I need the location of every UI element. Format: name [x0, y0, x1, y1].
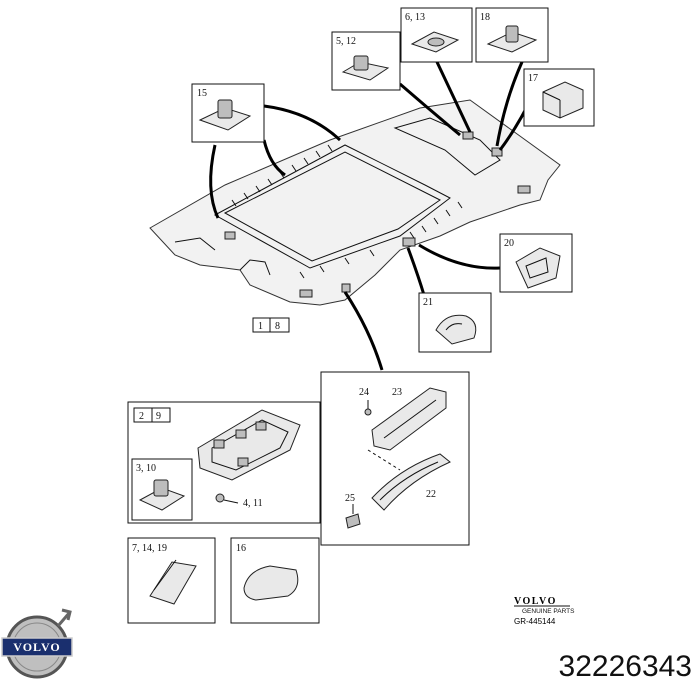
callout-6-13: 6, 13: [400, 7, 473, 63]
callout-grab-handle: 24 23 22 25: [320, 371, 470, 546]
label-16: 16: [236, 543, 246, 554]
part-number: 32226343: [559, 650, 692, 683]
logo-brand-text: VOLVO: [514, 596, 557, 607]
label-15: 15: [197, 88, 207, 99]
callout-20: 20: [499, 233, 573, 293]
label-5-12: 5, 12: [336, 36, 356, 47]
label-18: 18: [480, 12, 490, 23]
label-1: 1: [258, 321, 263, 332]
emblem-text: VOLVO: [13, 640, 60, 654]
headliner-panel: [149, 99, 561, 306]
label-25: 25: [345, 493, 355, 504]
callout-15: 15: [191, 83, 265, 143]
label-8: 8: [275, 321, 280, 332]
callout-2-9: 2 9 3, 10 4, 11: [127, 401, 321, 524]
label-22: 22: [426, 489, 436, 500]
label-2: 2: [139, 411, 144, 422]
reference-code: GR-445144: [514, 617, 556, 626]
callout-5-12: 5, 12: [331, 31, 401, 91]
label-7-14-19: 7, 14, 19: [132, 543, 167, 554]
label-17: 17: [528, 73, 538, 84]
label-4-11: 4, 11: [243, 498, 263, 509]
callout-18: 18: [475, 7, 549, 63]
label-9: 9: [156, 411, 161, 422]
callout-16: 16: [230, 537, 320, 624]
label-21: 21: [423, 297, 433, 308]
volvo-emblem-icon: VOLVO: [1, 608, 73, 679]
callout-21: 21: [418, 292, 492, 353]
volvo-genuine-parts-logo: VOLVO GENUINE PARTS GR-445144: [514, 596, 575, 626]
label-3-10: 3, 10: [136, 463, 156, 474]
callout-1-8: 1 8: [252, 317, 290, 333]
label-24: 24: [359, 387, 369, 398]
label-6-13: 6, 13: [405, 12, 425, 23]
label-20: 20: [504, 238, 514, 249]
callout-17: 17: [523, 68, 595, 127]
logo-subtext: GENUINE PARTS: [522, 608, 575, 615]
leader-lines: [209, 61, 530, 371]
label-23: 23: [392, 387, 402, 398]
callout-7-14-19: 7, 14, 19: [127, 537, 216, 624]
